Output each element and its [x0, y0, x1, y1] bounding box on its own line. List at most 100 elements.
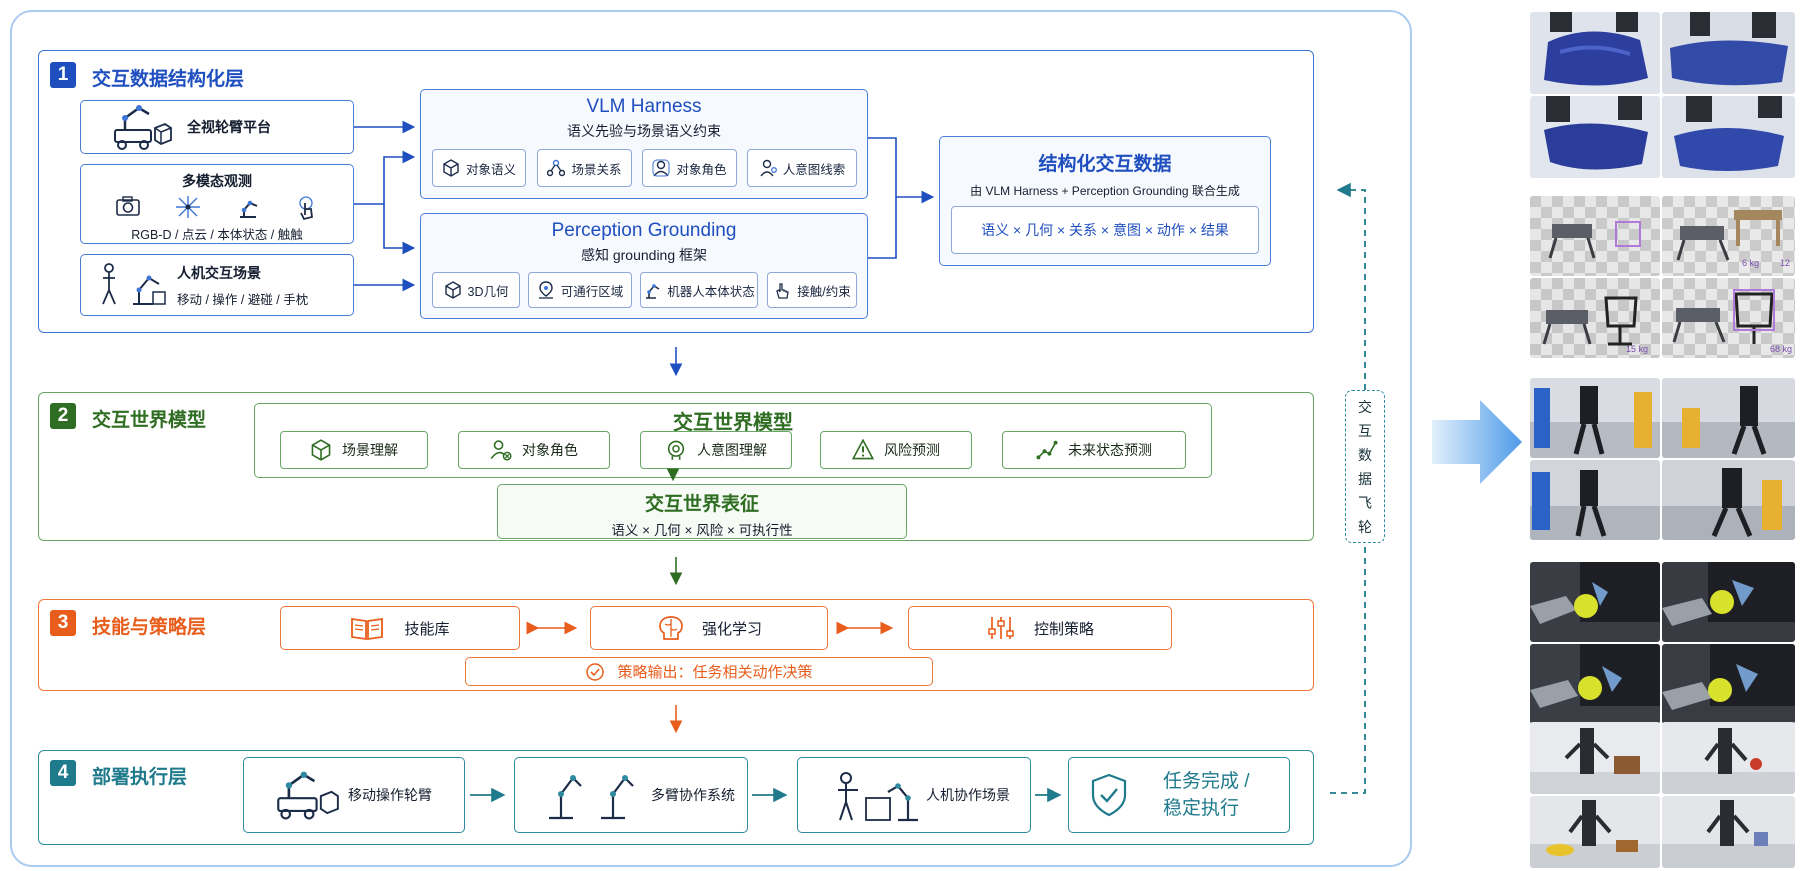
input-multimodal-title: 多模态观测 — [182, 173, 252, 189]
photo-quadruped-3: 15 kg — [1530, 278, 1660, 358]
photo-service-4 — [1662, 796, 1795, 868]
skill-library-box: 技能库 — [280, 606, 520, 650]
photo-grasp-4 — [1662, 644, 1795, 724]
sliders-icon — [988, 617, 1014, 639]
architecture-frame — [10, 10, 1412, 867]
deploy-multi-arm: 多臂协作系统 — [514, 757, 748, 833]
layer-3-number: 3 — [50, 610, 76, 636]
photo-grasp-2 — [1662, 562, 1795, 642]
mobile-manipulator-icon — [111, 102, 173, 152]
policy-output-label: 策略输出：任务相关动作决策 — [617, 664, 813, 681]
check-circle-icon — [586, 662, 605, 681]
layer-4-number: 4 — [50, 760, 76, 786]
deploy-result: 任务完成 / 稳定执行 — [1068, 757, 1290, 833]
deploy-multi-arm-label: 多臂协作系统 — [651, 787, 735, 803]
layer-2-number: 2 — [50, 403, 76, 429]
layer-2-title: 交互世界模型 — [92, 410, 207, 431]
brain-icon — [659, 616, 683, 640]
input-multimodal: 多模态观测 RGB-D / 点云 / 本体状态 / 触触 — [80, 164, 354, 244]
photo-humanoid-1 — [1530, 378, 1660, 458]
book-icon — [351, 617, 384, 641]
user-target-icon — [490, 440, 512, 461]
layer-4-panel — [38, 750, 1314, 845]
perception-chip-traversable: 可通行区域 — [528, 272, 632, 308]
layer-3-title: 技能与策略层 — [92, 617, 207, 638]
vlm-chip-label: 对象角色 — [676, 162, 727, 177]
world-chip-label: 人意图理解 — [697, 442, 767, 458]
human-robot-collab-icon — [832, 768, 922, 822]
input-hri-title: 人机交互场景 — [177, 264, 261, 281]
photo-quadruped-2: 6 kg 12 — [1662, 196, 1795, 276]
reinforcement-learning-box: 强化学习 — [590, 606, 828, 650]
perception-chip-label: 机器人本体状态 — [667, 284, 755, 299]
layer-1-number: 1 — [50, 62, 76, 88]
weight-label: 15 kg — [1626, 344, 1649, 354]
multimodal-icons — [81, 195, 353, 221]
perception-chip-3d-geometry: 3D几何 — [432, 272, 520, 308]
layer-4-title: 部署执行层 — [92, 767, 188, 788]
photo-quadruped-1 — [1530, 196, 1660, 276]
deploy-hri-scene-label: 人机协作场景 — [926, 787, 1010, 803]
world-chip-intent: 人意图理解 — [640, 431, 792, 469]
structured-data-subtitle: 由 VLM Harness + Perception Grounding 联合生… — [970, 184, 1240, 198]
person-intent-icon — [760, 159, 777, 177]
skill-library-label: 技能库 — [404, 620, 450, 638]
flywheel-char: 数 — [1358, 446, 1372, 463]
structured-data-formula: 语义 × 几何 × 关系 × 意图 × 动作 × 结果 — [981, 222, 1229, 238]
world-chip-future-state: 未来状态预测 — [1002, 431, 1186, 469]
layer-2-panel — [38, 392, 1314, 541]
input-platform: 全视轮臂平台 — [80, 100, 354, 154]
structured-data-formula-box: 语义 × 几何 × 关系 × 意图 × 动作 × 结果 — [951, 206, 1259, 254]
control-policy-box: 控制策略 — [908, 606, 1172, 650]
cube-icon — [444, 281, 461, 299]
world-representation-formula: 语义 × 几何 × 风险 × 可执行性 — [611, 523, 793, 538]
trajectory-icon — [1036, 440, 1058, 460]
weight-label: 6 kg — [1742, 258, 1760, 268]
perception-chip-label: 可通行区域 — [560, 284, 624, 299]
flywheel-char: 互 — [1358, 422, 1372, 439]
world-chip-scene-understanding: 场景理解 — [280, 431, 428, 469]
camera-icon — [115, 195, 141, 221]
location-pin-icon — [538, 281, 553, 299]
photo-cloth-3 — [1530, 96, 1660, 178]
perception-grounding-title: Perception Grounding — [551, 220, 737, 241]
photo-cloth-1 — [1530, 12, 1660, 94]
world-representation-title: 交互世界表征 — [644, 494, 759, 515]
deploy-mobile-manipulator: 移动操作轮臂 — [243, 757, 465, 833]
user-role-icon — [652, 159, 670, 177]
world-chip-object-role: 对象角色 — [458, 431, 610, 469]
photo-quadruped-4: 68 kg — [1662, 278, 1795, 358]
layer-3-panel — [38, 599, 1314, 691]
vlm-chip-scene-relations: 场景关系 — [537, 149, 632, 187]
brain-head-icon — [667, 440, 685, 460]
photo-panel: 6 kg 12 15 kg 68 kg — [1530, 12, 1795, 870]
perception-chip-robot-state: 机器人本体状态 — [640, 272, 758, 308]
perception-chip-label: 3D几何 — [467, 284, 509, 299]
photo-humanoid-3 — [1530, 460, 1660, 540]
deploy-hri-scene: 人机协作场景 — [797, 757, 1031, 833]
photo-service-3 — [1530, 796, 1660, 868]
flywheel-char: 交 — [1358, 398, 1372, 415]
vlm-chip-object-role: 对象角色 — [642, 149, 737, 187]
perception-grounding-subtitle: 感知 grounding 框架 — [580, 247, 708, 263]
policy-output-box: 策略输出：任务相关动作决策 — [465, 657, 933, 686]
world-representation-panel: 交互世界表征 语义 × 几何 × 风险 × 可执行性 — [497, 484, 907, 539]
world-chip-label: 场景理解 — [342, 442, 398, 458]
dual-arm-icon — [543, 768, 643, 822]
robot-arm-icon — [646, 284, 660, 299]
photo-humanoid-2 — [1662, 378, 1795, 458]
relation-graph-icon — [547, 159, 566, 177]
mobile-manipulator-icon — [274, 765, 340, 825]
photo-service-1 — [1530, 722, 1660, 794]
point-cloud-icon — [175, 195, 201, 221]
vlm-chip-intent-cues: 人意图线索 — [747, 149, 857, 187]
input-hri-sub: 移动 / 操作 / 避碰 / 手枕 — [177, 292, 309, 307]
cube-icon — [443, 159, 459, 177]
cube-icon — [311, 439, 331, 461]
touch-icon — [295, 195, 319, 221]
vlm-harness-subtitle: 语义先验与场景语义约束 — [567, 123, 721, 139]
deploy-result-label: 任务完成 / 稳定执行 — [1163, 771, 1250, 819]
perception-chip-label: 接触/约束 — [797, 284, 851, 299]
layer-1-title: 交互数据结构化层 — [92, 69, 245, 90]
